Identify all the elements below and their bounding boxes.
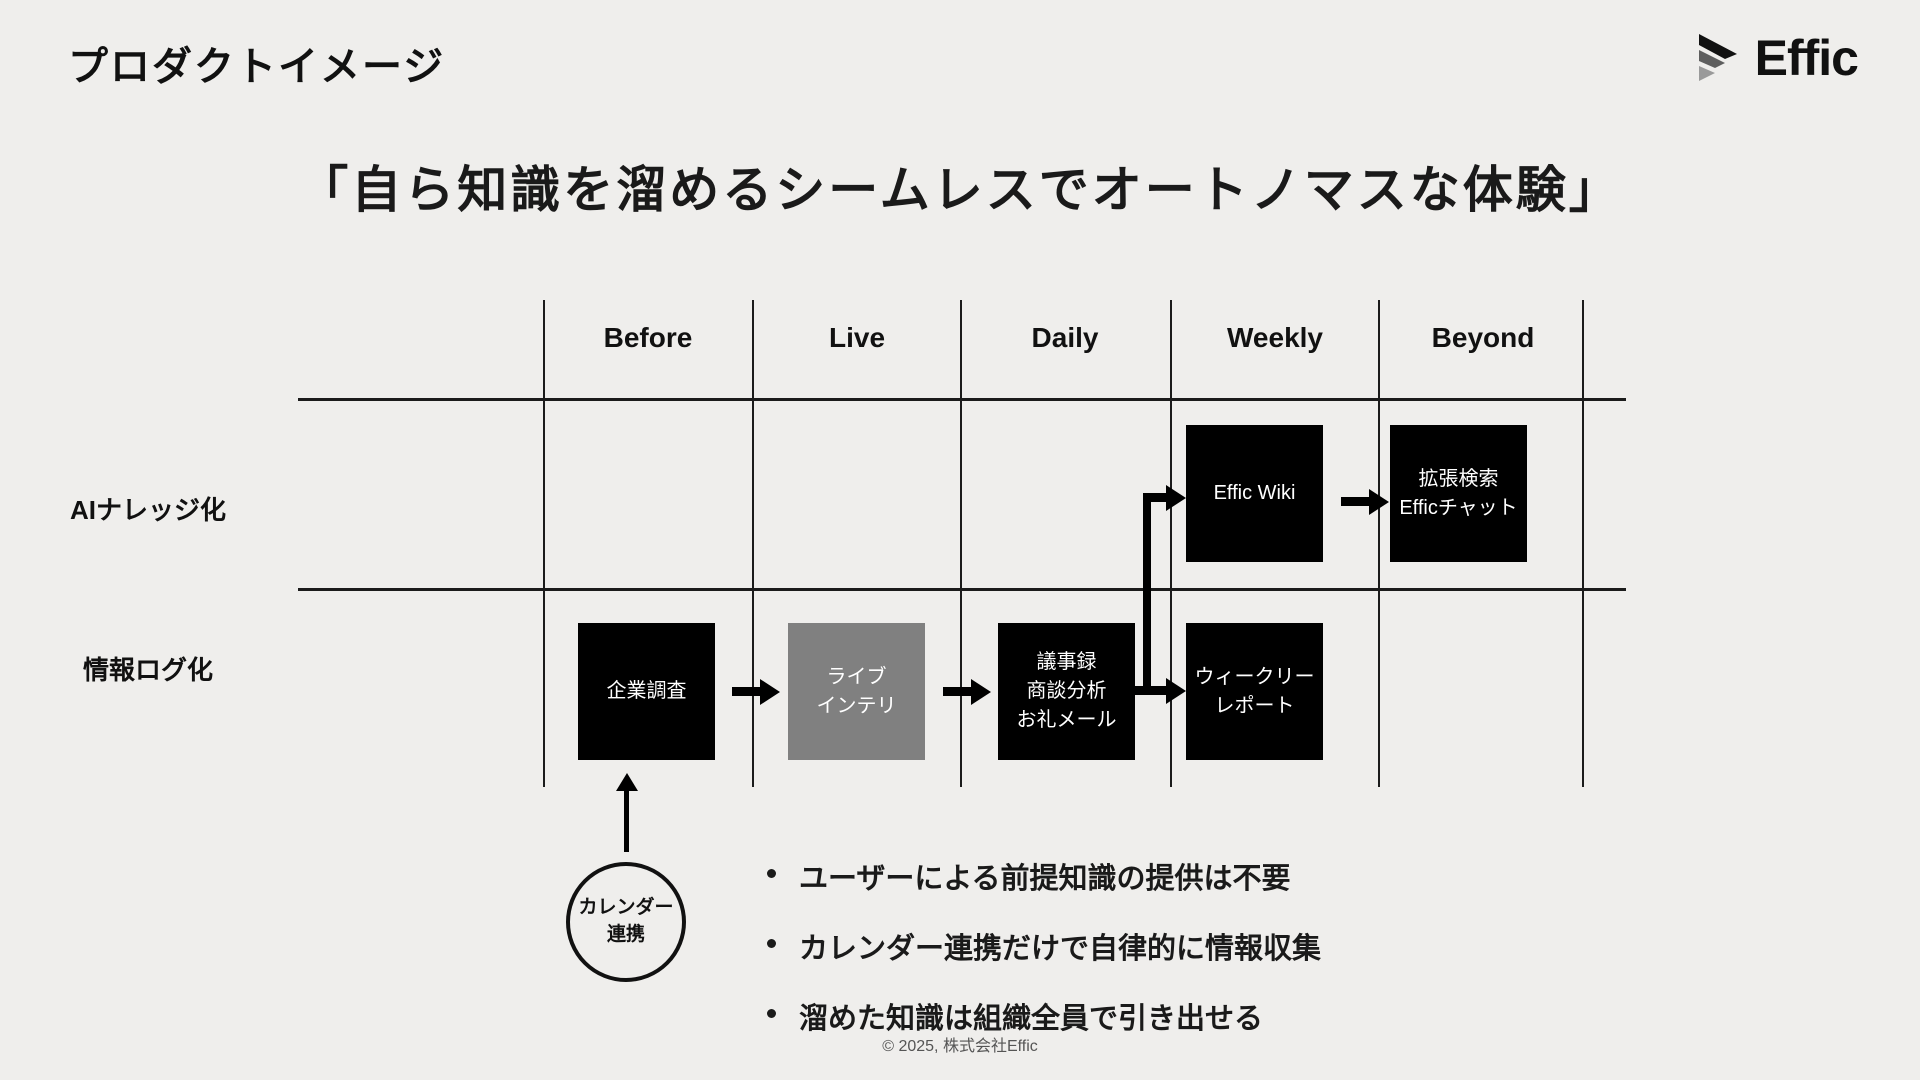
node-line: 拡張検索 bbox=[1418, 467, 1499, 490]
bullet-item: カレンダー連携だけで自律的に情報収集 bbox=[765, 925, 1321, 967]
benefit-bullet-list: ユーザーによる前提知識の提供は不要 カレンダー連携だけで自律的に情報収集 溜めた… bbox=[765, 855, 1321, 1065]
headline: 「自ら知識を溜めるシームレスでオートノマスな体験」 bbox=[298, 162, 1622, 218]
node-line: インテリ bbox=[816, 694, 897, 717]
bullet-item: ユーザーによる前提知識の提供は不要 bbox=[765, 855, 1321, 897]
page-title: プロダクトイメージ bbox=[68, 45, 446, 89]
column-header-beyond: Beyond bbox=[1431, 322, 1535, 353]
column-header-live: Live bbox=[828, 322, 886, 353]
bullet-item: 溜めた知識は組織全員で引き出せる bbox=[765, 995, 1321, 1037]
grid-hline-header bbox=[298, 398, 1626, 401]
node-company-research[interactable]: 企業調査 bbox=[578, 623, 715, 760]
row-label-info-log: 情報ログ化 bbox=[82, 655, 213, 685]
copyright-footer: © 2025, 株式会社Effic bbox=[882, 1038, 1038, 1055]
grid-vline-1 bbox=[752, 300, 754, 787]
node-line: 議事録 bbox=[1036, 651, 1097, 673]
calendar-line: 連携 bbox=[606, 924, 645, 945]
grid-hline-rows bbox=[298, 588, 1626, 591]
grid-vline-4 bbox=[1378, 300, 1380, 787]
node-line: 企業調査 bbox=[606, 680, 687, 702]
arrow-daily-to-weekly bbox=[1135, 686, 1168, 695]
connector-daily-vertical-stem bbox=[1143, 493, 1151, 695]
brand-logo: Effic bbox=[1695, 30, 1859, 86]
node-line: ライブ bbox=[826, 665, 887, 688]
grid-vline-2 bbox=[960, 300, 962, 787]
row-label-ai-knowledge: AIナレッジ化 bbox=[69, 495, 226, 525]
journey-matrix: Before Live Daily Weekly Beyond AIナレッジ化 … bbox=[70, 300, 1628, 790]
effic-arrow-mark-icon bbox=[1698, 34, 1737, 81]
node-line: ウィークリー bbox=[1194, 665, 1315, 688]
node-effic-wiki[interactable]: Effic Wiki bbox=[1186, 425, 1323, 562]
column-header-before: Before bbox=[603, 322, 693, 353]
node-live-intel[interactable]: ライブ インテリ bbox=[788, 623, 925, 760]
arrow-research-to-live bbox=[732, 687, 762, 696]
node-line: 商談分析 bbox=[1026, 680, 1107, 702]
column-header-daily: Daily bbox=[1031, 322, 1099, 353]
node-daily-outputs[interactable]: 議事録 商談分析 お礼メール bbox=[998, 623, 1135, 760]
arrow-wiki-to-search bbox=[1341, 497, 1371, 506]
brand-wordmark: Effic bbox=[1754, 30, 1859, 86]
calendar-line: カレンダー bbox=[578, 897, 674, 919]
node-calendar-sync[interactable]: カレンダー 連携 bbox=[566, 862, 686, 982]
node-line: レポート bbox=[1214, 694, 1295, 717]
arrow-live-to-daily bbox=[943, 687, 973, 696]
node-weekly-report[interactable]: ウィークリー レポート bbox=[1186, 623, 1323, 760]
grid-vline-0 bbox=[543, 300, 545, 787]
node-expanded-search[interactable]: 拡張検索 Efficチャット bbox=[1390, 425, 1527, 562]
node-line: Effic Wiki bbox=[1213, 482, 1296, 504]
arrow-daily-to-wiki bbox=[1143, 493, 1168, 502]
grid-vline-3 bbox=[1170, 300, 1172, 787]
grid-vline-5 bbox=[1582, 300, 1584, 787]
column-header-weekly: Weekly bbox=[1227, 322, 1323, 353]
node-line: Efficチャット bbox=[1399, 496, 1518, 519]
arrow-calendar-to-research bbox=[624, 790, 629, 852]
node-line: お礼メール bbox=[1016, 709, 1117, 731]
